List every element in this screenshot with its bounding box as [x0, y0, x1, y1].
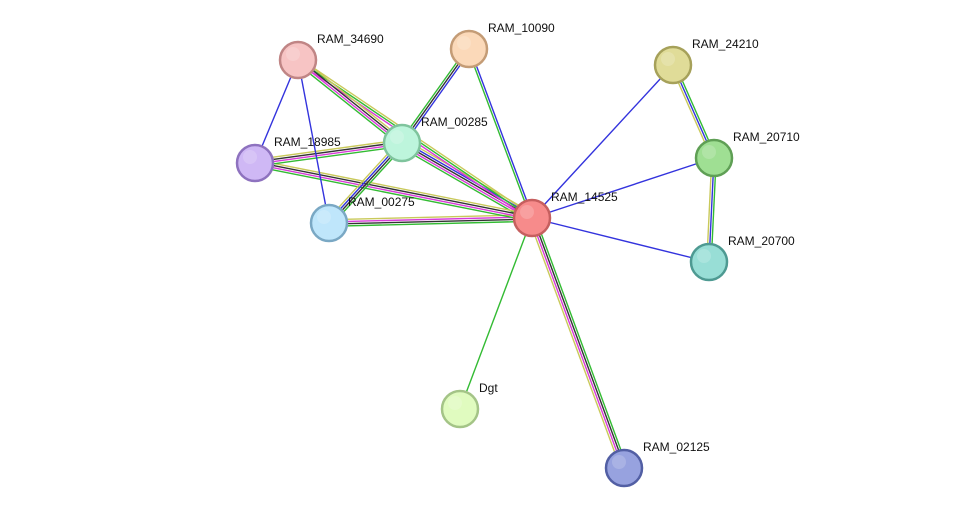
- edge-evidence-magenta: [296, 60, 402, 145]
- edge-evidence-yellow: [328, 214, 532, 221]
- node-label: Dgt: [479, 381, 498, 395]
- node-ram_00275[interactable]: [309, 203, 349, 243]
- edge-evidence-black: [255, 161, 533, 218]
- edge-evidence-magenta: [328, 216, 532, 223]
- node-label: RAM_24210: [692, 37, 759, 51]
- edge-evidence-green: [329, 220, 533, 227]
- label-layer: RAM_14525RAM_00285RAM_00275RAM_18985RAM_…: [274, 21, 800, 454]
- node-circle[interactable]: [449, 29, 489, 69]
- edge-evidence-magenta: [530, 218, 624, 469]
- edge-evidence-yellow: [255, 159, 533, 216]
- edge-evidence-black: [532, 217, 626, 468]
- node-circle[interactable]: [694, 138, 734, 178]
- node-ram_02125[interactable]: [604, 448, 644, 488]
- node-highlight: [448, 396, 462, 410]
- node-label: RAM_20700: [728, 234, 795, 248]
- edge-RAM_14525-RAM_20700[interactable]: [531, 217, 710, 263]
- edge-evidence-blue: [403, 49, 472, 145]
- edge-evidence-blue: [531, 64, 674, 219]
- node-highlight: [661, 52, 675, 66]
- node-highlight: [520, 205, 534, 219]
- edge-RAM_14525-RAM_20710[interactable]: [531, 157, 715, 219]
- edge-evidence-magenta: [400, 144, 532, 221]
- node-ram_14525[interactable]: [512, 198, 552, 238]
- edge-evidence-green: [534, 216, 628, 468]
- node-label: RAM_00275: [348, 195, 415, 209]
- node-circle[interactable]: [278, 40, 318, 80]
- node-highlight: [612, 455, 626, 469]
- edge-evidence-blue: [531, 157, 715, 219]
- edge-evidence-blue: [297, 59, 330, 224]
- edge-layer: [254, 47, 717, 470]
- edge-evidence-yellow: [528, 218, 622, 470]
- edge-evidence-yellow: [254, 139, 402, 161]
- edge-evidence-blue: [531, 217, 710, 263]
- node-label: RAM_14525: [551, 190, 618, 204]
- edge-RAM_14525-RAM_00275[interactable]: [328, 214, 533, 227]
- edge-RAM_14525-RAM_24210[interactable]: [531, 64, 674, 219]
- edge-evidence-magenta: [254, 163, 532, 220]
- node-highlight: [243, 150, 257, 164]
- edge-evidence-black: [329, 218, 533, 225]
- node-circle[interactable]: [512, 198, 552, 238]
- node-circle[interactable]: [309, 203, 349, 243]
- node-ram_24210[interactable]: [653, 45, 693, 85]
- node-layer: [235, 29, 734, 488]
- edge-evidence-green: [254, 165, 532, 222]
- edge-evidence-green: [255, 145, 403, 167]
- node-label: RAM_02125: [643, 440, 710, 454]
- edge-RAM_00285-RAM_18985[interactable]: [254, 139, 403, 167]
- edge-evidence-green: [399, 47, 468, 143]
- node-ram_00285[interactable]: [382, 123, 422, 163]
- node-highlight: [390, 130, 404, 144]
- edge-RAM_14525-RAM_18985[interactable]: [254, 159, 533, 222]
- edge-RAM_14525-Dgt[interactable]: [459, 217, 533, 410]
- node-highlight: [317, 210, 331, 224]
- edge-RAM_14525-RAM_02125[interactable]: [528, 216, 628, 470]
- node-highlight: [286, 47, 300, 61]
- node-ram_34690[interactable]: [278, 40, 318, 80]
- node-label: RAM_10090: [488, 21, 555, 35]
- node-circle[interactable]: [653, 45, 693, 85]
- edge-evidence-magenta: [255, 143, 403, 165]
- node-dgt[interactable]: [440, 389, 480, 429]
- edge-evidence-green: [467, 49, 532, 219]
- node-ram_20710[interactable]: [694, 138, 734, 178]
- node-label: RAM_00285: [421, 115, 488, 129]
- node-highlight: [697, 249, 711, 263]
- node-label: RAM_18985: [274, 135, 341, 149]
- node-circle[interactable]: [440, 389, 480, 429]
- node-circle[interactable]: [604, 448, 644, 488]
- edge-evidence-blue: [469, 48, 534, 218]
- node-circle[interactable]: [382, 123, 422, 163]
- node-highlight: [702, 145, 716, 159]
- edge-evidence-black: [254, 141, 402, 163]
- node-circle[interactable]: [689, 242, 729, 282]
- edge-evidence-green: [459, 217, 533, 410]
- edge-RAM_14525-RAM_10090[interactable]: [467, 48, 534, 219]
- node-ram_10090[interactable]: [449, 29, 489, 69]
- node-label: RAM_34690: [317, 32, 384, 46]
- edge-evidence-green: [295, 62, 401, 147]
- edge-RAM_00285-RAM_34690[interactable]: [295, 56, 405, 147]
- node-circle[interactable]: [235, 143, 275, 183]
- edge-evidence-yellow: [299, 56, 405, 141]
- node-label: RAM_20710: [733, 130, 800, 144]
- node-ram_18985[interactable]: [235, 143, 275, 183]
- edge-evidence-black: [298, 58, 404, 143]
- edge-RAM_14525-RAM_00285[interactable]: [399, 138, 535, 223]
- edge-RAM_00275-RAM_34690[interactable]: [297, 59, 330, 224]
- node-ram_20700[interactable]: [689, 242, 729, 282]
- node-highlight: [457, 36, 471, 50]
